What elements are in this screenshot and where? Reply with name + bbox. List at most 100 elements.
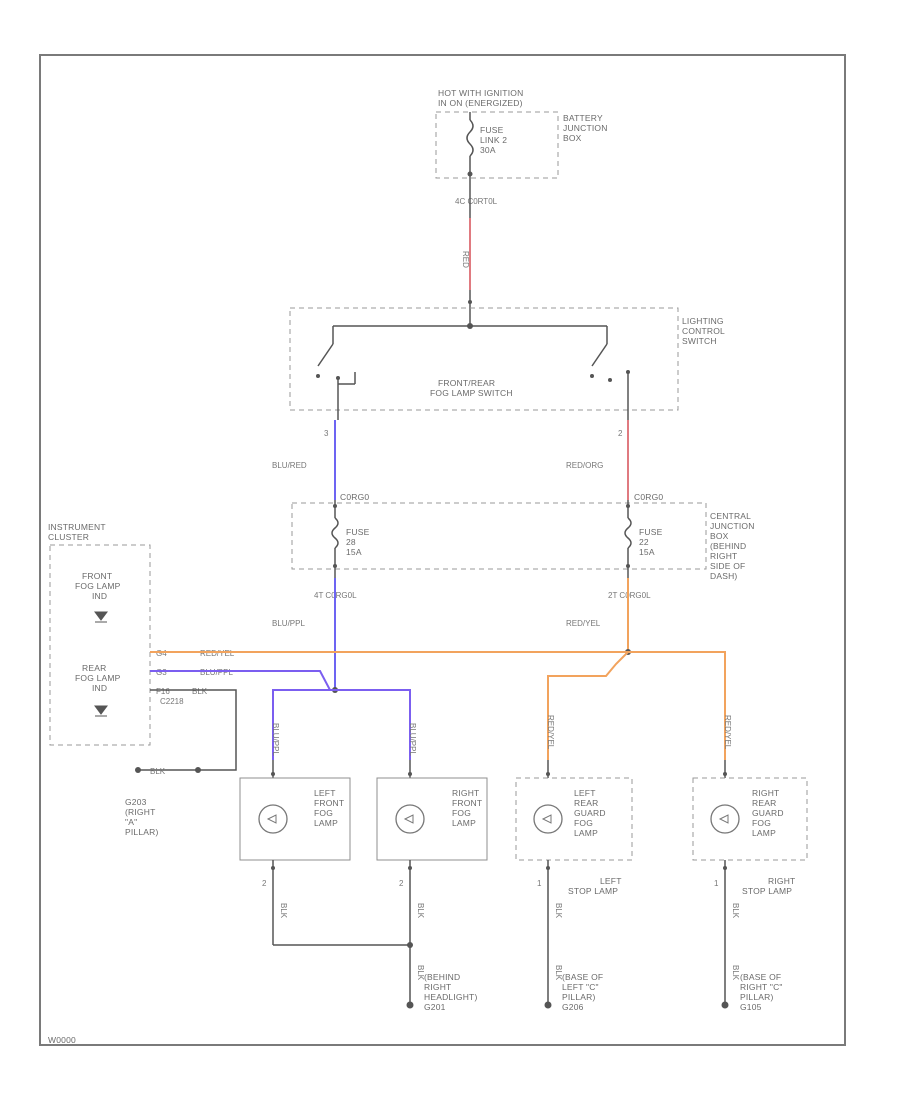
cjb-label-7: DASH) <box>710 571 737 581</box>
front-right-wire-label: BLU/PPL <box>408 723 417 756</box>
wire-blu-ppl-label: BLU/PPL <box>272 619 305 628</box>
front-ind-label-2: FOG LAMP <box>75 581 121 591</box>
front-ind-label-3: IND <box>92 591 107 601</box>
wire-red-label: RED <box>461 251 470 268</box>
wire-top-circuit: 4C C0RT0L <box>455 197 498 206</box>
g203-label-1: G203 <box>125 797 147 807</box>
rr-blk: BLK <box>731 903 740 919</box>
g206-label-3: PILLAR) <box>562 992 596 1002</box>
lr-sub-label-2: STOP LAMP <box>568 886 618 896</box>
g105-label-1: (BASE OF <box>740 972 781 982</box>
rr-lamp-label-5: LAMP <box>752 828 776 838</box>
ic-pin-c: F16 <box>156 687 170 696</box>
ic-pin-a: G4 <box>156 649 167 658</box>
ic-conn: C2218 <box>160 697 184 706</box>
front-fog-indicator-icon <box>94 611 108 623</box>
g201-label-1: (BEHIND <box>424 972 460 982</box>
cjb-label-2: JUNCTION <box>710 521 755 531</box>
lr-lamp-label-2: REAR <box>574 798 598 808</box>
lcs-label-1: LIGHTING <box>682 316 724 326</box>
lighting-control-switch: LIGHTING CONTROL SWITCH FRONT/REAR FOG L… <box>289 307 725 411</box>
lcs-label-2: CONTROL <box>682 326 725 336</box>
ic-wire-a-label: RED/YEL <box>200 649 235 658</box>
switch-left-icon <box>317 343 334 367</box>
rf-lamp-label-1: RIGHT <box>452 788 479 798</box>
cjb-label-5: RIGHT <box>710 551 737 561</box>
rr-sub-label-1: RIGHT <box>768 876 795 886</box>
lr-lamp-label-3: GUARD <box>574 808 606 818</box>
g203-label-3: "A" <box>125 817 137 827</box>
fuse-28-label-3: 15A <box>346 547 362 557</box>
g105-label-3: PILLAR) <box>740 992 774 1002</box>
wire-red-org-label: RED/ORG <box>566 461 603 470</box>
rr-lamp-label-2: REAR <box>752 798 776 808</box>
battery-junction-box: HOT WITH IGNITION IN ON (ENERGIZED) BATT… <box>435 88 607 179</box>
lamp-bulb-icon <box>395 804 425 834</box>
cjb-conn-left: C0RG0 <box>340 492 369 502</box>
fog-switch-label-2: FOG LAMP SWITCH <box>430 388 513 398</box>
wire-ic-blu-ppl <box>150 670 335 691</box>
hot-label-line2: IN ON (ENERGIZED) <box>438 98 523 108</box>
lr-sub-label-1: LEFT <box>600 876 622 886</box>
rr-lamp-label-1: RIGHT <box>752 788 779 798</box>
rf-pin: 2 <box>399 879 404 888</box>
g203-label-2: (RIGHT <box>125 807 155 817</box>
lf-lamp-label-4: LAMP <box>314 818 338 828</box>
g206-label-4: G206 <box>562 1002 584 1012</box>
lr-lamp-label-1: LEFT <box>574 788 596 798</box>
central-junction-box: CENTRAL JUNCTION BOX (BEHIND RIGHT SIDE … <box>291 492 755 581</box>
rr-sub-label-2: STOP LAMP <box>742 886 792 896</box>
rr-pin: 1 <box>714 879 719 888</box>
rear-fog-indicator-icon <box>94 705 108 717</box>
fuse-22-icon <box>624 517 632 549</box>
ground-g203-icon <box>135 767 141 773</box>
hot-label-line1: HOT WITH IGNITION <box>438 88 523 98</box>
wire-ic-blk <box>150 689 237 771</box>
lr-lamp-label-4: FOG <box>574 818 593 828</box>
front-ind-label-1: FRONT <box>82 571 112 581</box>
wire-right-connector: 2T C0RG0L <box>608 591 651 600</box>
fuse-link-label-3: 30A <box>480 145 496 155</box>
wire-blu-red-label: BLU/RED <box>272 461 307 470</box>
rf-lamp-label-4: LAMP <box>452 818 476 828</box>
fuse-28-label-2: 28 <box>346 537 356 547</box>
ground-g206-icon <box>544 1001 552 1009</box>
pin-2-right: 2 <box>618 429 623 438</box>
rear-left-wire-label: RED/YEL <box>546 715 555 750</box>
rr-lamp-label-3: GUARD <box>752 808 784 818</box>
lamp-bulb-icon <box>258 804 288 834</box>
lcs-label-3: SWITCH <box>682 336 717 346</box>
ic-pin-b: G3 <box>156 668 167 677</box>
rf-blk: BLK <box>416 903 425 919</box>
ic-label-1: INSTRUMENT <box>48 522 106 532</box>
cjb-label-6: SIDE OF <box>710 561 745 571</box>
rear-ind-label-3: IND <box>92 683 107 693</box>
lf-lamp-label-1: LEFT <box>314 788 336 798</box>
g201-label-4: G201 <box>424 1002 446 1012</box>
g203-label-4: PILLAR) <box>125 827 159 837</box>
lr-pin: 1 <box>537 879 542 888</box>
g206-label-2: LEFT "C" <box>562 982 599 992</box>
lamp-bulb-icon <box>533 804 563 834</box>
cjb-label-1: CENTRAL <box>710 511 751 521</box>
lf-lamp-label-3: FOG <box>314 808 333 818</box>
fog-switch-label-1: FRONT/REAR <box>438 378 495 388</box>
fuse-22-label-3: 15A <box>639 547 655 557</box>
rf-lamp-label-3: FOG <box>452 808 471 818</box>
rr-lamp-label-4: FOG <box>752 818 771 828</box>
left-front-fog-lamp: LEFT FRONT FOG LAMP <box>239 760 351 945</box>
ground-g203-wire-label: BLK <box>150 767 166 776</box>
diagram-frame <box>39 54 846 1046</box>
ground-g105-icon <box>721 1001 729 1009</box>
lf-blk: BLK <box>279 903 288 919</box>
diagram-code: W0000 <box>48 1035 76 1045</box>
fuse-22-label-2: 22 <box>639 537 649 547</box>
wire-red-yel-label: RED/YEL <box>566 619 601 628</box>
fuse-link-label-2: LINK 2 <box>480 135 507 145</box>
lamp-bulb-icon <box>710 804 740 834</box>
rr-ground-blk: BLK <box>731 965 740 981</box>
fuse-link-label-1: FUSE <box>480 125 504 135</box>
switch-right-icon <box>591 343 608 367</box>
bjb-label-3: BOX <box>563 133 582 143</box>
